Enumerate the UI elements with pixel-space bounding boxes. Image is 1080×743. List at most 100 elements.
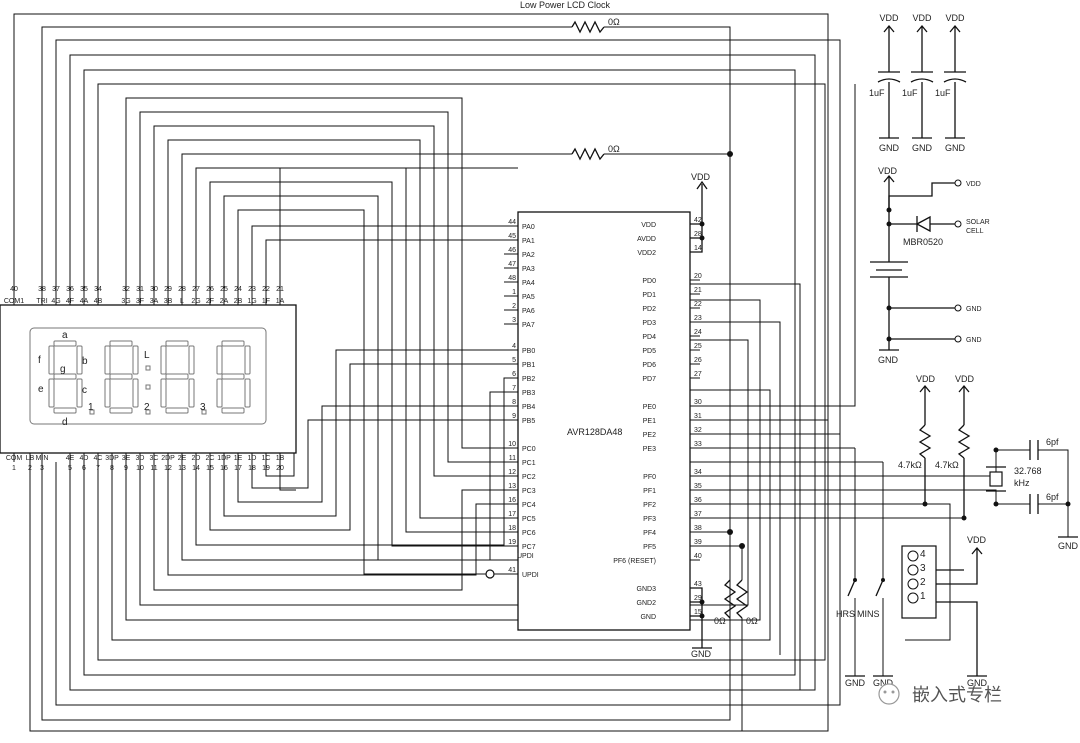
mcu-right-pin-number: 15 <box>694 609 702 616</box>
lcd-segment <box>244 345 251 375</box>
lcd-segment <box>48 345 55 375</box>
lcd-top-pin-label: 4A <box>80 298 89 305</box>
diode-label: MBR0520 <box>903 237 943 247</box>
lcd-top-pin-number: 24 <box>234 286 242 293</box>
crystal <box>989 471 1003 487</box>
lcd-top-pin-label: L <box>180 298 184 305</box>
lcd-top-pin-label: 4G <box>51 298 60 305</box>
mcu-left-pin-name: PA7 <box>522 322 535 329</box>
lcd-top-pin-label: 2B <box>234 298 243 305</box>
lcd-top-pin-label: 2G <box>191 298 200 305</box>
l-mark: L <box>144 350 150 361</box>
gnd-label: GND <box>912 143 933 153</box>
lcd-bottom-pin-label: 1B <box>276 455 285 462</box>
updi-test-point <box>485 569 495 579</box>
mcu-right-pin-name: PF2 <box>643 502 656 509</box>
lcd-segment <box>109 340 133 347</box>
lcd-top-pin-label: 2F <box>206 298 214 305</box>
mcu-right-pin-name: GND2 <box>637 600 657 607</box>
vdd-label: VDD <box>879 13 899 23</box>
lcd-dot <box>145 409 151 415</box>
mcu-left-pin-number: 2 <box>512 303 516 310</box>
lcd-wiring <box>13 13 856 732</box>
lcd-bottom-pin-label: 3C <box>150 455 159 462</box>
mcu-right-pin-number: 38 <box>694 525 702 532</box>
dp-mark-2: 2 <box>144 402 150 413</box>
lcd-segment <box>216 378 223 408</box>
lcd-bottom-pin-number: 6 <box>82 465 86 472</box>
lcd-bottom-pin-number: 3 <box>40 465 44 472</box>
lcd-top-pin-label: 3F <box>136 298 144 305</box>
mcu-right-pin-name: VDD2 <box>637 250 656 257</box>
lcd-segment <box>53 407 77 414</box>
lcd-top-pin-number: 23 <box>248 286 256 293</box>
lcd-top-pin-number: 27 <box>192 286 200 293</box>
lcd-top-pin-number: 21 <box>276 286 284 293</box>
lcd-segment <box>53 373 77 380</box>
lcd-top-pin-number: 28 <box>178 286 186 293</box>
mcu-left-pin-number: 47 <box>508 261 516 268</box>
mcu-right-pin-name: PD4 <box>642 334 656 341</box>
mcu-left-pin-name: PB4 <box>522 404 535 411</box>
mcu-right-pin-name: PD3 <box>642 320 656 327</box>
lcd-digit <box>216 340 251 414</box>
mcu-left-pin-number: 3 <box>512 317 516 324</box>
mcu-left-pin-number: 9 <box>512 413 516 420</box>
lcd-bottom-pin-label: 1E <box>234 455 243 462</box>
mcu-right-pin-name: PD2 <box>642 306 656 313</box>
mcu-left-pin-name: PA2 <box>522 252 535 259</box>
mcu-left-pin-number: 6 <box>512 371 516 378</box>
lcd-segment <box>165 373 189 380</box>
mcu-right-pin-number: 43 <box>694 581 702 588</box>
mcu-right-pin-number: 30 <box>694 399 702 406</box>
seg-letter-a: a <box>62 330 68 341</box>
mcu-right-pin-name: PD7 <box>642 376 656 383</box>
mcu-right-pin-name: PE2 <box>643 432 656 439</box>
mcu-vdd-rail: VDD <box>690 172 711 253</box>
lcd-top-pin-number: 30 <box>150 286 158 293</box>
mcu-right-pin-name: VDD <box>641 222 656 229</box>
svg-text:SOLAR: SOLAR <box>966 219 990 226</box>
header-pin-1: 1 <box>920 591 926 602</box>
mcu-left-pin-name: PA6 <box>522 308 535 315</box>
mcu-left-pin-name: PC4 <box>522 502 536 509</box>
zero-ohm-resistor-pf5: 0Ω <box>690 543 758 731</box>
lcd-bottom-pin-number: 5 <box>68 465 72 472</box>
mcu-left-pin-number: 44 <box>508 219 516 226</box>
lcd-segment <box>132 345 139 375</box>
header-pin-3: 3 <box>920 563 926 574</box>
cap-value-label: 1uF <box>902 88 918 98</box>
mcu-left-pin-name: PA1 <box>522 238 535 245</box>
mcu-left-pin-name: UPDI <box>522 572 539 579</box>
mcu-right-pin-number: 20 <box>694 273 702 280</box>
junction-dot <box>727 151 733 157</box>
svg-text:6pf: 6pf <box>1046 492 1059 502</box>
lcd-bottom-pin-number: 2 <box>28 465 32 472</box>
mcu-left-pin-number: 12 <box>508 469 516 476</box>
mcu-right-pin-number: 26 <box>694 357 702 364</box>
mcu-left-pin-name: PB0 <box>522 348 535 355</box>
lcd-bottom-pin-number: 13 <box>178 465 186 472</box>
lcd-segment <box>53 340 77 347</box>
mcu-left-pin-number: 5 <box>512 357 516 364</box>
lcd-segment <box>76 345 83 375</box>
mcu-left-pin-name: PC7 <box>522 544 536 551</box>
mcu-left-pin-number: 4 <box>512 343 516 350</box>
mcu-right-pin-number: 33 <box>694 441 702 448</box>
mcu-body <box>517 211 691 631</box>
mcu-left-pin-name: PA5 <box>522 294 535 301</box>
seg-letter-f: f <box>38 355 41 366</box>
lcd-digit <box>160 340 195 414</box>
switches-header-section: HRS MINS GND GND 4 3 2 1 VDD GND <box>690 448 988 688</box>
mcu-right-pin-name: PF6 (RESET) <box>613 558 656 565</box>
lcd-top-pin-label: COM1 <box>4 298 24 305</box>
lcd-top-pin-number: 31 <box>136 286 144 293</box>
lcd-bottom-pin-label: 4C <box>94 455 103 462</box>
lcd-segment <box>48 378 55 408</box>
lcd-bottom-pin-label: 4D <box>80 455 89 462</box>
seg-letter-b: b <box>82 356 88 367</box>
mcu-right-pin-name: PF4 <box>643 530 656 537</box>
